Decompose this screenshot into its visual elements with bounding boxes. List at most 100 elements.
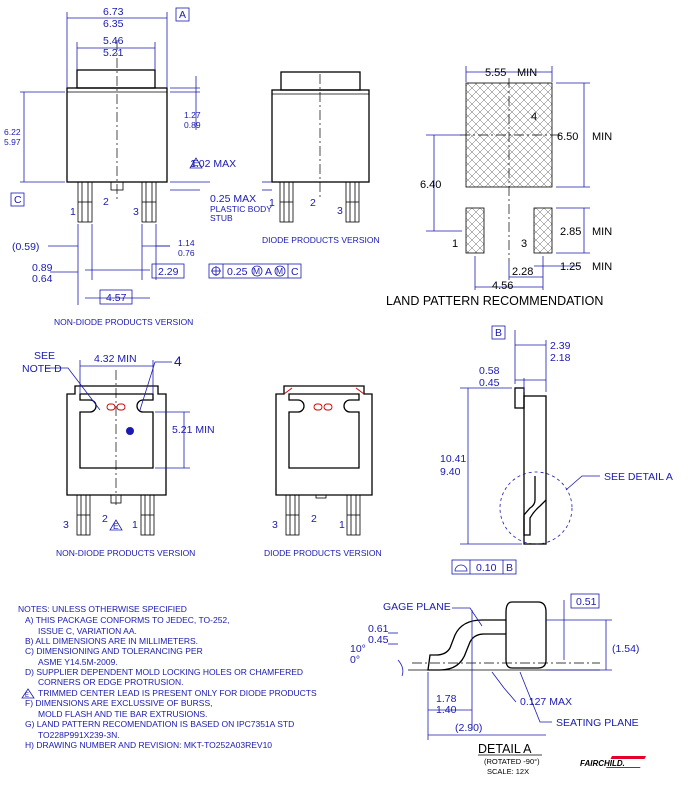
dim-640: 6.40 [420,179,441,191]
detail-title: DETAIL A [478,742,532,756]
flat-value: 0.10 [476,562,497,574]
note-line: A) THIS PACKAGE CONFORMS TO JEDEC, TO-25… [25,615,230,625]
dim-pad-h-min: MIN [592,131,612,143]
datum-c-box [10,192,25,207]
angle-10: 10° [350,643,366,655]
top-mid-view: 0.25 MAX PLASTIC BODY STUB 1 2 3 DIODE P… [210,71,380,245]
dim-trim-max-text: 1.02 MAX [190,158,236,170]
dim-125: 1.25 [560,261,581,273]
dim-lead-w-min: 0.76 [178,248,195,258]
dim-125-min: MIN [592,261,612,273]
dim-tab-height-max: 1.27 [184,110,201,120]
see-note-2: NOTE D [22,363,62,375]
tol-a: A [265,266,272,278]
side-view: B 2.39 2.18 0.58 0.45 10.41 9.40 SEE DET… [440,325,673,575]
note-e: E [113,521,119,531]
dim-height-max: 6.22 [4,127,21,137]
pin3-label: 3 [272,519,278,531]
pin3-label: 3 [337,205,343,217]
lead-2-trimmed [110,181,124,191]
see-detail: SEE DETAIL A [604,471,673,483]
dim-285-min: MIN [592,226,612,238]
pin1-label: 1 [70,206,76,218]
pad4-dot [126,427,134,435]
dim-pad-h: 6.50 [557,131,578,143]
note-line: C) DIMENSIONING AND TOLERANCING PER [25,646,203,656]
datum-a-box [175,7,190,22]
dim-432: 4.32 MIN [94,353,137,365]
tol-m2: M [276,266,283,276]
dim-tab-height-min: 0.89 [184,120,201,130]
dim-290: (2.90) [455,722,482,734]
pad-3 [533,207,553,254]
detail-circle [499,471,573,545]
note-e-triangle [189,157,203,169]
note-line: TO228P991X239-3N. [38,730,120,740]
detail-scale: SCALE: 12X [487,767,529,776]
dim-285: 2.85 [560,226,581,238]
caption-top-mid: DIODE PRODUCTS VERSION [262,235,380,245]
dim-tab-max: 5.46 [103,35,124,47]
tol-m1: M [253,266,260,276]
pin2-label: 2 [102,513,108,525]
stub-label-1: PLASTIC BODY [210,204,272,214]
note-line: D) SUPPLIER DEPENDENT MOLD LOCKING HOLES… [25,667,303,677]
dim-051: 0.51 [576,596,597,608]
dim-058: 0.58 [479,365,500,377]
note-line: H) DRAWING NUMBER AND REVISION: MKT-TO25… [25,740,272,750]
pin1-label: 1 [132,519,138,531]
pin2-label: 2 [103,196,109,208]
dim-218: 2.18 [550,352,571,364]
detail-rotated: (ROTATED -90°) [484,757,540,766]
dim-059: (0.59) [12,241,39,253]
caption-bottom-mid: DIODE PRODUCTS VERSION [264,548,382,558]
package-tab [76,69,156,89]
pin1-label: 1 [339,519,345,531]
stub-label-2: STUB [210,213,233,223]
caption-bottom-left: NON-DIODE PRODUCTS VERSION [56,548,195,558]
note-e: E [25,693,29,699]
dim-pitch: 2.29 [158,266,179,278]
dim-tab-min: 5.21 [103,47,124,59]
dim-940: 9.40 [440,466,461,478]
dim-1041: 10.41 [440,453,466,465]
pad4-label: 4 [531,111,537,123]
note-line: MOLD FLASH AND TIE BAR EXTRUSIONS. [38,709,207,719]
dim-span: 4.57 [106,292,127,304]
detail-a: GAGE PLANE 0.51 0.61 0.45 10° 0° (1.54) … [350,593,639,776]
dim-0127: 0.127 MAX [520,696,572,708]
pad1-label: 1 [452,238,458,250]
seating-plane: SEATING PLANE [556,717,639,729]
note-line: TRIMMED CENTER LEAD IS PRESENT ONLY FOR … [38,688,317,698]
pin3-label: 3 [63,519,69,531]
datum-c: C [14,194,22,206]
dim-pad-w-min: MIN [517,67,537,79]
note-line: F) DIMENSIONS ARE EXCLUSSIVE OF BURSS, [25,698,213,708]
note-line: ISSUE C, VARIATION AA. [38,626,137,636]
top-left-view: 6.73 6.35 A 5.46 5.21 6.22 5.97 1.27 0.8… [4,6,302,327]
bottom-mid-view: 3 2 1 DIODE PRODUCTS VERSION [264,385,382,558]
land-pattern: 5.55 MIN 4 6.50 MIN 6.40 1 3 2.85 MIN 2.… [386,66,612,308]
dim-456: 4.56 [492,280,513,292]
dim-lead-t-min: 0.64 [32,273,53,285]
dim-045: 0.45 [368,634,389,646]
note-line: B) ALL DIMENSIONS ARE IN MILLIMETERS. [25,636,198,646]
dim-154: (1.54) [612,643,639,655]
pad-1 [465,207,485,254]
tolerance-value: 0.25 [227,266,248,278]
bottom-left-view: SEE NOTE D 4.32 MIN 4 5.21 MIN 3 2 1 E N… [22,350,215,558]
pitch-box [151,263,185,279]
flat-datum: B [506,562,513,574]
dim-045: 0.45 [479,377,500,389]
pin1-label: 1 [269,197,275,209]
dim-178: 1.78 [436,693,457,705]
dim-140: 1.40 [436,704,457,716]
tol-c: C [291,266,299,278]
fairchild-logo: FAIRCHILD. [578,756,650,768]
dim-width-min: 6.35 [103,18,124,30]
mmc-icon-2 [274,265,286,277]
caption-top-left: NON-DIODE PRODUCTS VERSION [54,317,193,327]
dim-061: 0.61 [368,623,389,635]
dim-pad-w: 5.55 [485,67,506,79]
